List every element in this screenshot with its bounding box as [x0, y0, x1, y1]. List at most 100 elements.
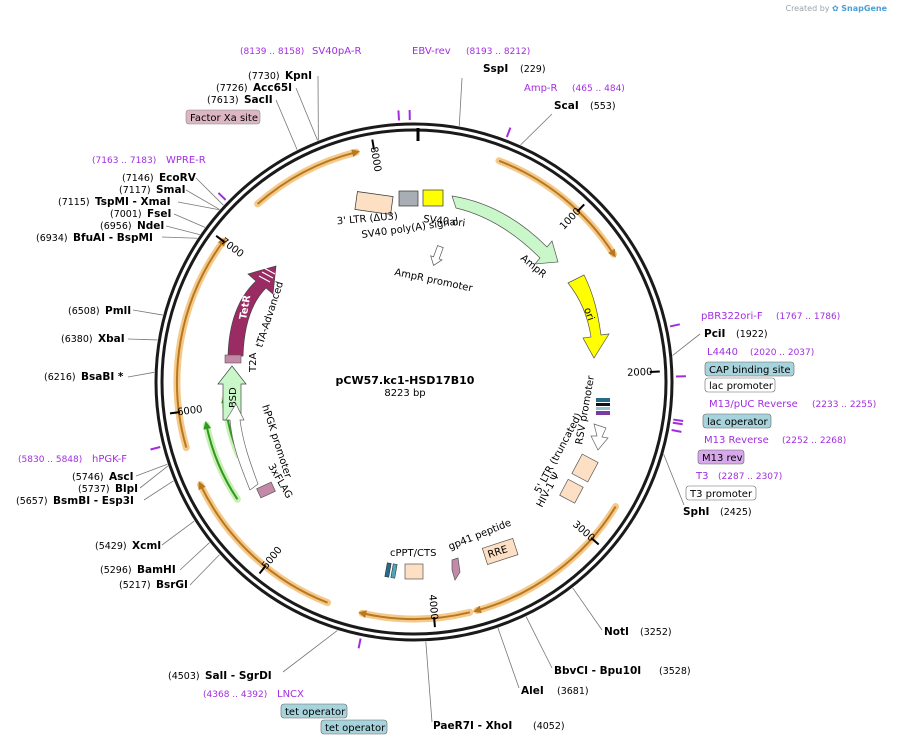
- asci-name[interactable]: AscI: [109, 471, 134, 483]
- bsmbi-pos: (5657): [16, 496, 48, 507]
- ecorv-name[interactable]: EcoRV: [159, 172, 197, 184]
- orf-arc-lower-right: [473, 506, 617, 614]
- enzyme-leader-line: [185, 189, 220, 210]
- scai-name[interactable]: ScaI: [554, 100, 579, 112]
- cap-site-label: CAP binding site: [709, 365, 791, 376]
- tetr-tta-arrow: [227, 265, 277, 357]
- enzyme-leader-line: [161, 520, 195, 546]
- l4440-range: (2020 .. 2037): [750, 348, 814, 358]
- m13-rev-box[interactable]: [697, 449, 745, 465]
- xcmi-name[interactable]: XcmI: [132, 540, 161, 552]
- enzyme-leader-line: [520, 113, 553, 146]
- sphi-name[interactable]: SphI: [683, 506, 709, 518]
- sv40pa-r-name: SV40pA-R: [312, 46, 361, 57]
- ndei-name[interactable]: NdeI: [137, 220, 164, 232]
- noti-pos: (3252): [640, 627, 672, 638]
- t3-promoter-label: T3 promoter: [689, 489, 753, 500]
- bsrgi-name[interactable]: BsrGI: [156, 579, 188, 591]
- sspi-pos: (229): [520, 64, 546, 75]
- bsmbi-name[interactable]: BsmBI - Esp3I: [53, 495, 134, 507]
- bbvci-name[interactable]: BbvCI - Bpu10I: [554, 665, 641, 677]
- fsei-name[interactable]: FseI: [147, 208, 171, 220]
- enzyme-leader-line: [282, 630, 338, 673]
- enzyme-leader-line: [572, 587, 603, 631]
- l4440-name: L4440: [707, 347, 738, 358]
- flag-box: [256, 481, 276, 499]
- tet-operator-label-box-1[interactable]: [280, 703, 348, 719]
- enzyme-leader-line: [179, 542, 210, 571]
- sali-pos: (4503): [168, 671, 200, 682]
- t2a-box: [224, 354, 242, 364]
- rsv-promoter-label: RSV promoter: [574, 374, 597, 445]
- tet-operator-label-box-2[interactable]: [320, 719, 388, 735]
- bamhi-name[interactable]: BamHI: [137, 564, 176, 576]
- pbr322ori-f-range: (1767 .. 1786): [776, 312, 840, 322]
- smai-name[interactable]: SmaI: [156, 184, 186, 196]
- tetr-label: TetR: [238, 294, 253, 321]
- cppt-label: cPPT/CTS: [390, 548, 436, 559]
- plasmid-name: pCW57.kc1-HSD17B10: [336, 374, 475, 387]
- sv40pa-r-range: (8139 .. 8158): [240, 47, 304, 57]
- cap-site-box[interactable]: [704, 361, 795, 377]
- ampr-promoter-arrow: [430, 245, 444, 266]
- acc65i-name[interactable]: Acc65I: [253, 82, 292, 94]
- xbai-name[interactable]: XbaI: [98, 333, 125, 345]
- ori-label: ori: [581, 306, 596, 322]
- ampr-promoter-label: AmpR promoter: [393, 267, 474, 294]
- pcii-pos: (1922): [736, 329, 768, 340]
- alei-name[interactable]: AleI: [521, 685, 544, 697]
- primer-site-mark: [672, 421, 683, 426]
- factor-xa-box[interactable]: [185, 109, 261, 125]
- blpi-name[interactable]: BlpI: [115, 483, 138, 495]
- smai-pos: (7117): [119, 185, 151, 196]
- orf-arc-lower-left: [198, 481, 328, 604]
- hiv-psi-box: [559, 478, 584, 504]
- tet-operator-label-1: tet operator: [285, 707, 346, 718]
- tet-operator-box-2: [390, 563, 398, 579]
- pmli-name[interactable]: PmlI: [105, 305, 131, 317]
- lac-operator-box[interactable]: [702, 413, 772, 429]
- sphi-pos: (2425): [720, 507, 752, 518]
- bsabi-name[interactable]: BsaBI *: [81, 371, 124, 383]
- bsrgi-pos: (5217): [119, 580, 151, 591]
- sspi-name[interactable]: SspI: [483, 63, 508, 75]
- tick-label: 6000: [177, 404, 204, 418]
- tick-label: 8000: [368, 146, 383, 173]
- primer-site-mark: [357, 638, 362, 649]
- tick-label: 3000: [570, 519, 596, 544]
- gp41-arrow: [451, 557, 461, 581]
- xhoi-name[interactable]: PaeR7I - XhoI: [433, 720, 512, 732]
- bfuai-name[interactable]: BfuAI - BspMI: [73, 232, 153, 244]
- lac-operator-label: lac operator: [707, 417, 768, 428]
- primer-site-mark: [150, 446, 161, 451]
- pbr322ori-f-name: pBR322ori-F: [701, 311, 763, 322]
- ebv-rev-name: EBV-rev: [412, 46, 451, 57]
- kpni-name[interactable]: KpnI: [285, 70, 312, 82]
- tspmi-name[interactable]: TspMI - XmaI: [95, 196, 171, 208]
- enzyme-leader-line: [127, 371, 155, 378]
- sv40-polya-box: [398, 190, 419, 207]
- tick-mark: [258, 565, 267, 575]
- sacii-name[interactable]: SacII: [244, 94, 273, 106]
- kpni-pos: (7730): [248, 71, 280, 82]
- enzyme-leader-line: [663, 454, 685, 506]
- sali-name[interactable]: SalI - SgrDI: [205, 670, 272, 682]
- tspmi-pos: (7115): [58, 197, 90, 208]
- orf-arc-bottom: [358, 610, 471, 620]
- noti-name[interactable]: NotI: [604, 626, 629, 638]
- ndei-pos: (6956): [100, 221, 132, 232]
- t3-promoter-box[interactable]: [685, 485, 757, 501]
- tick-label: 4000: [426, 594, 439, 620]
- enzyme-leader-line: [525, 616, 553, 669]
- enzyme-leader-line: [458, 77, 463, 126]
- acc65i-pos: (7726): [216, 83, 248, 94]
- lac-promoter-box[interactable]: [704, 377, 776, 393]
- amp-r-range: (465 .. 484): [572, 84, 625, 94]
- t2a-label: T2A: [248, 353, 259, 373]
- pcii-name[interactable]: PciI: [704, 328, 725, 340]
- primer-site-mark: [671, 429, 682, 433]
- bsd-label: BSD: [228, 387, 239, 408]
- tick-mark: [169, 411, 181, 415]
- cppt-box: [404, 563, 424, 580]
- enzyme-leader-line: [165, 225, 200, 236]
